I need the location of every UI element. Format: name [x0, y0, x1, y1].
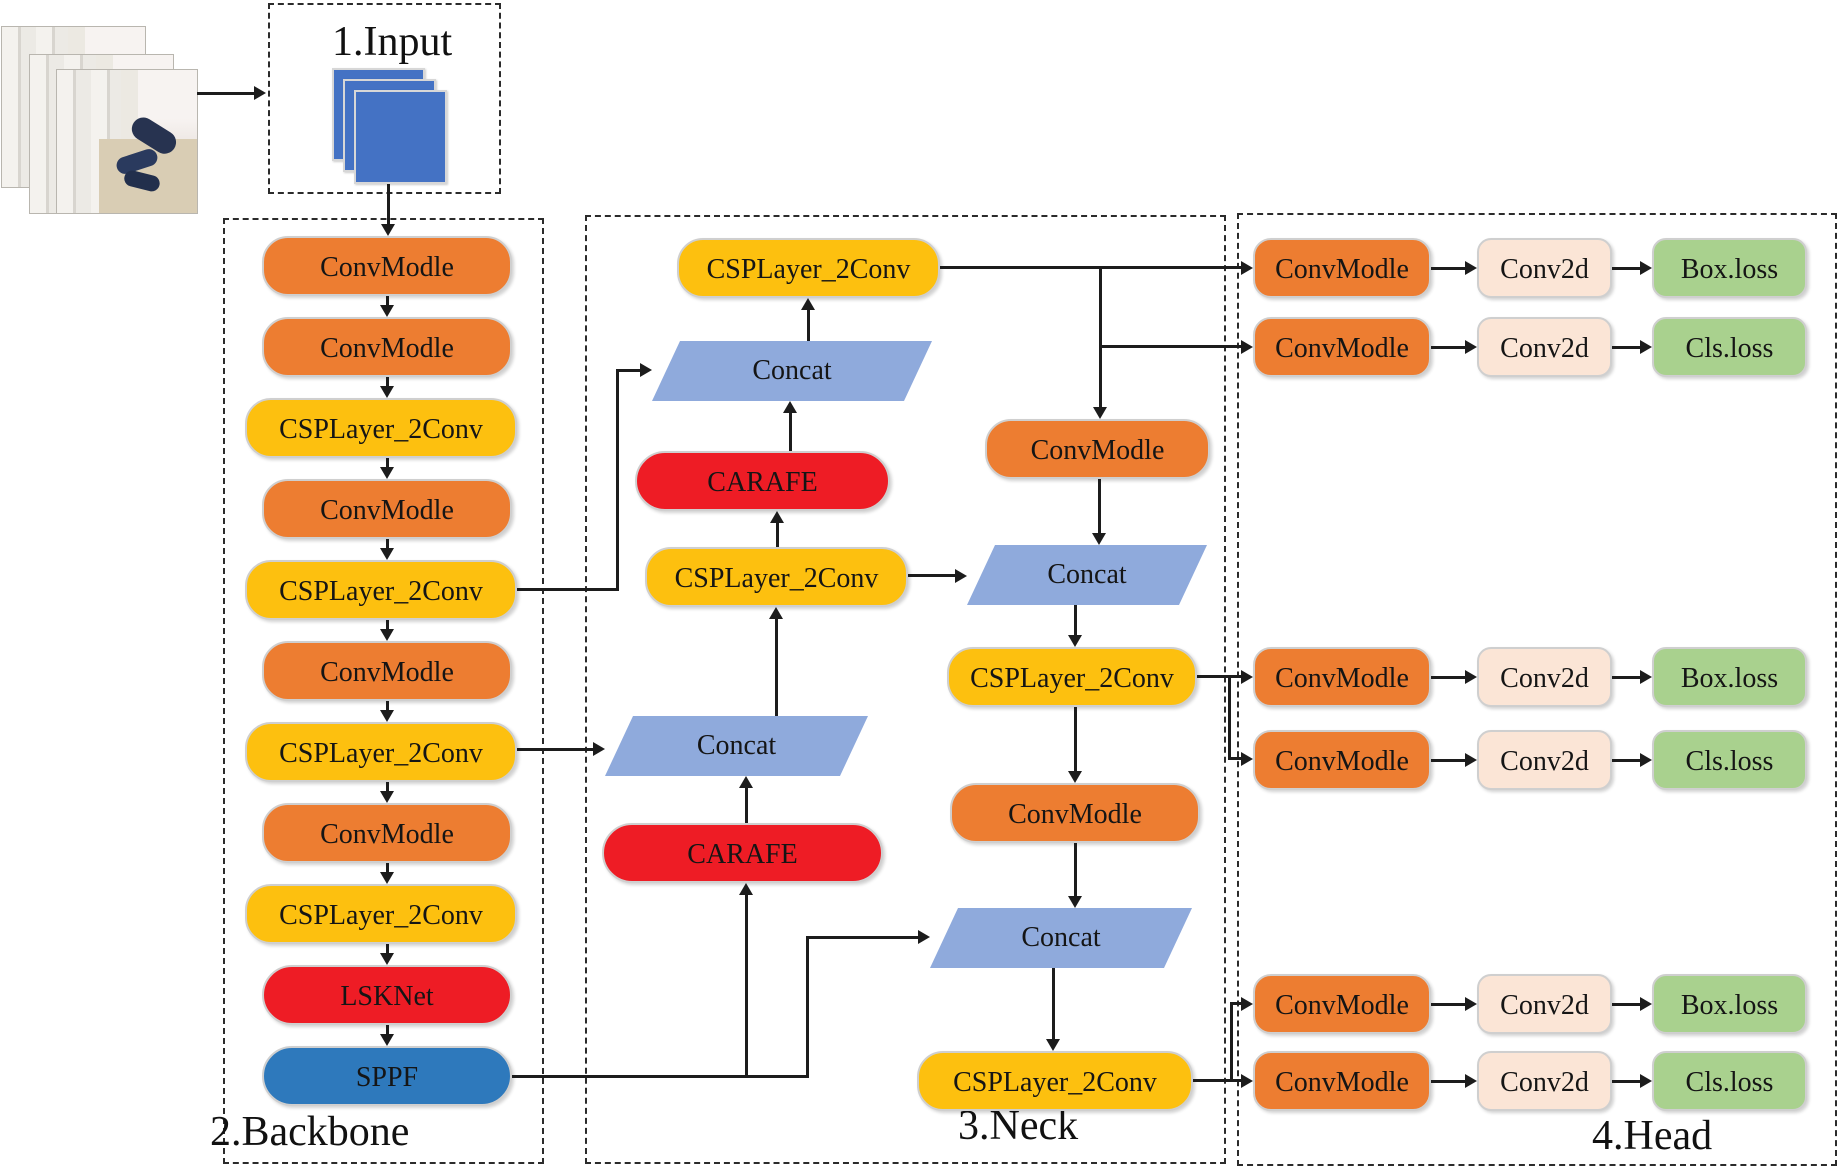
head-convmodule-2: ConvModle	[1253, 317, 1431, 377]
edge-p4-concat2	[517, 748, 593, 751]
neck-concat-2: Concat	[605, 716, 868, 776]
neck-carafe-1: CARAFE	[635, 451, 890, 511]
input-frame-front	[354, 90, 447, 184]
backbone-lsknet: LSKNet	[262, 965, 512, 1025]
backbone-csplayer-1: CSPLayer_2Conv	[245, 398, 517, 458]
head-conv2d-4: Conv2d	[1477, 730, 1612, 790]
backbone-section-label: 2.Backbone	[210, 1109, 410, 1155]
head-convmodule-3: ConvModle	[1253, 647, 1431, 707]
head-clsloss-2: Cls.loss	[1652, 730, 1807, 790]
edge-input-backbone	[387, 184, 390, 224]
neck-csplayer-top: CSPLayer_2Conv	[677, 238, 940, 298]
neck-convmodule-1: ConvModle	[985, 419, 1210, 479]
backbone-section-box	[223, 218, 544, 1164]
head-conv2d-6: Conv2d	[1477, 1051, 1612, 1111]
backbone-csplayer-3: CSPLayer_2Conv	[245, 722, 517, 782]
input-section-box	[268, 3, 501, 194]
neck-convmodule-2: ConvModle	[950, 783, 1200, 843]
head-conv2d-1: Conv2d	[1477, 238, 1612, 298]
head-convmodule-1: ConvModle	[1253, 238, 1431, 298]
input-photo-front	[56, 69, 198, 214]
head-convmodule-5: ConvModle	[1253, 974, 1431, 1034]
head-convmodule-6: ConvModle	[1253, 1051, 1431, 1111]
neck-carafe-2: CARAFE	[602, 823, 883, 883]
backbone-csplayer-2: CSPLayer_2Conv	[245, 560, 517, 620]
backbone-sppf: SPPF	[262, 1046, 512, 1106]
head-boxloss-1: Box.loss	[1652, 238, 1807, 298]
input-section-label: 1.Input	[332, 19, 453, 65]
neck-csplayer-bottom: CSPLayer_2Conv	[917, 1051, 1193, 1111]
head-clsloss-1: Cls.loss	[1652, 317, 1807, 377]
backbone-csplayer-4: CSPLayer_2Conv	[245, 884, 517, 944]
edge-sppf-out	[512, 1075, 808, 1078]
head-boxloss-2: Box.loss	[1652, 647, 1807, 707]
neck-concat-4: Concat	[930, 908, 1192, 968]
head-conv2d-2: Conv2d	[1477, 317, 1612, 377]
head-convmodule-4: ConvModle	[1253, 730, 1431, 790]
backbone-convmodule-4: ConvModle	[262, 641, 512, 701]
neck-csplayer-right: CSPLayer_2Conv	[947, 647, 1197, 707]
neck-csplayer-mid: CSPLayer_2Conv	[645, 547, 908, 607]
edge-p3-concat1	[517, 588, 617, 591]
neck-concat-1: Concat	[652, 341, 932, 401]
head-conv2d-3: Conv2d	[1477, 647, 1612, 707]
head-boxloss-3: Box.loss	[1652, 974, 1807, 1034]
edge-photos-input	[197, 92, 254, 95]
edge-midcsp-concat3	[908, 574, 955, 577]
backbone-convmodule-2: ConvModle	[262, 317, 512, 377]
head-clsloss-3: Cls.loss	[1652, 1051, 1807, 1111]
neck-concat-3: Concat	[967, 545, 1207, 605]
head-section-label: 4.Head	[1592, 1113, 1713, 1159]
backbone-convmodule-1: ConvModle	[262, 236, 512, 296]
backbone-convmodule-5: ConvModle	[262, 803, 512, 863]
head-conv2d-5: Conv2d	[1477, 974, 1612, 1034]
head-section-box	[1237, 213, 1837, 1166]
neck-section-box	[585, 215, 1226, 1164]
edge-neck-top-head	[940, 266, 1241, 269]
backbone-convmodule-3: ConvModle	[262, 479, 512, 539]
